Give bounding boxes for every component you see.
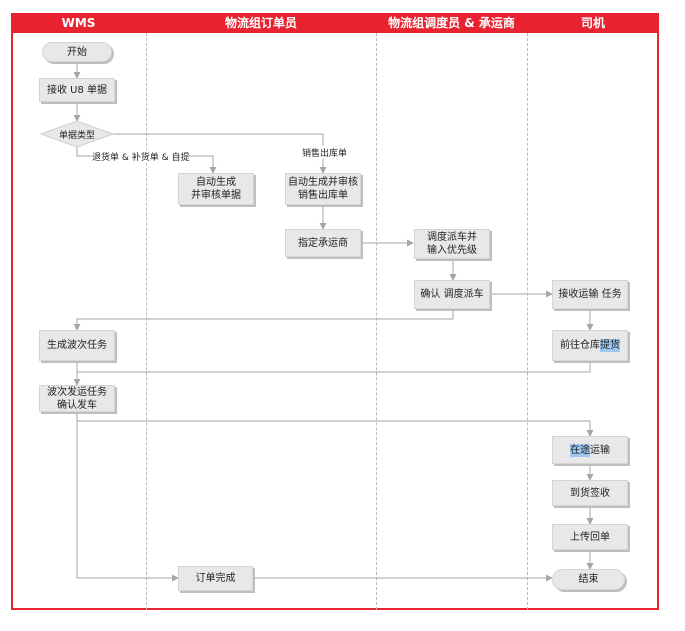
lane-header-order-clerk: 物流组订单员 (146, 13, 376, 33)
to-warehouse-highlight: 提货 (600, 339, 620, 352)
node-assign-carrier: 指定承运商 (285, 229, 361, 257)
lane-header-dispatcher: 物流组调度员 & 承运商 (376, 13, 527, 33)
node-auto-gen-audit: 自动生成 并审核单据 (178, 173, 254, 205)
node-end: 结束 (552, 569, 625, 590)
node-dispatch-priority: 调度派车并 输入优先级 (414, 229, 490, 259)
decision-diamond-doc-type (39, 120, 115, 148)
node-gen-wave: 生成波次任务 (39, 330, 115, 361)
edge-wave-ship-to-transport (76, 412, 594, 437)
node-receive-u8: 接收 U8 单据 (39, 78, 115, 102)
node-wave-ship: 波次发运任务 确认发车 (39, 385, 115, 412)
node-order-done: 订单完成 (178, 566, 253, 591)
transport-highlight: 在途 (570, 443, 590, 457)
node-arrival-sign: 到货签收 (552, 480, 628, 506)
node-start: 开始 (42, 42, 112, 62)
to-warehouse-text: 前往仓库 (560, 340, 600, 351)
node-doc-type-label: 单据类型 (58, 131, 95, 141)
node-receive-task: 接收运输 任务 (552, 280, 628, 309)
transport-text: 运输 (590, 444, 610, 456)
lane-header-driver: 司机 (527, 13, 659, 33)
lane-divider (146, 33, 147, 610)
edge-confirm-to-wave (73, 309, 454, 331)
node-to-warehouse: 前往仓库提货 (552, 330, 628, 361)
node-auto-gen-sales: 自动生成并审核 销售出库单 (285, 173, 361, 205)
node-transport: 在途运输 (552, 436, 628, 464)
edge-type-to-sales-branch (113, 133, 327, 174)
edge-label-sales-branch: 销售出库单 (302, 146, 348, 159)
lane-header-wms: WMS (11, 13, 146, 33)
edge-label-return-branch: 退货单 & 补货单 & 自提 (92, 150, 190, 163)
node-confirm-dispatch: 确认 调度派车 (414, 280, 490, 309)
edge-wave-ship-to-order-done (76, 421, 179, 582)
lane-divider (527, 33, 528, 610)
node-upload-receipt: 上传回单 (552, 524, 628, 550)
edge-merge-to-wave-ship (73, 361, 591, 386)
lane-divider (376, 33, 377, 610)
